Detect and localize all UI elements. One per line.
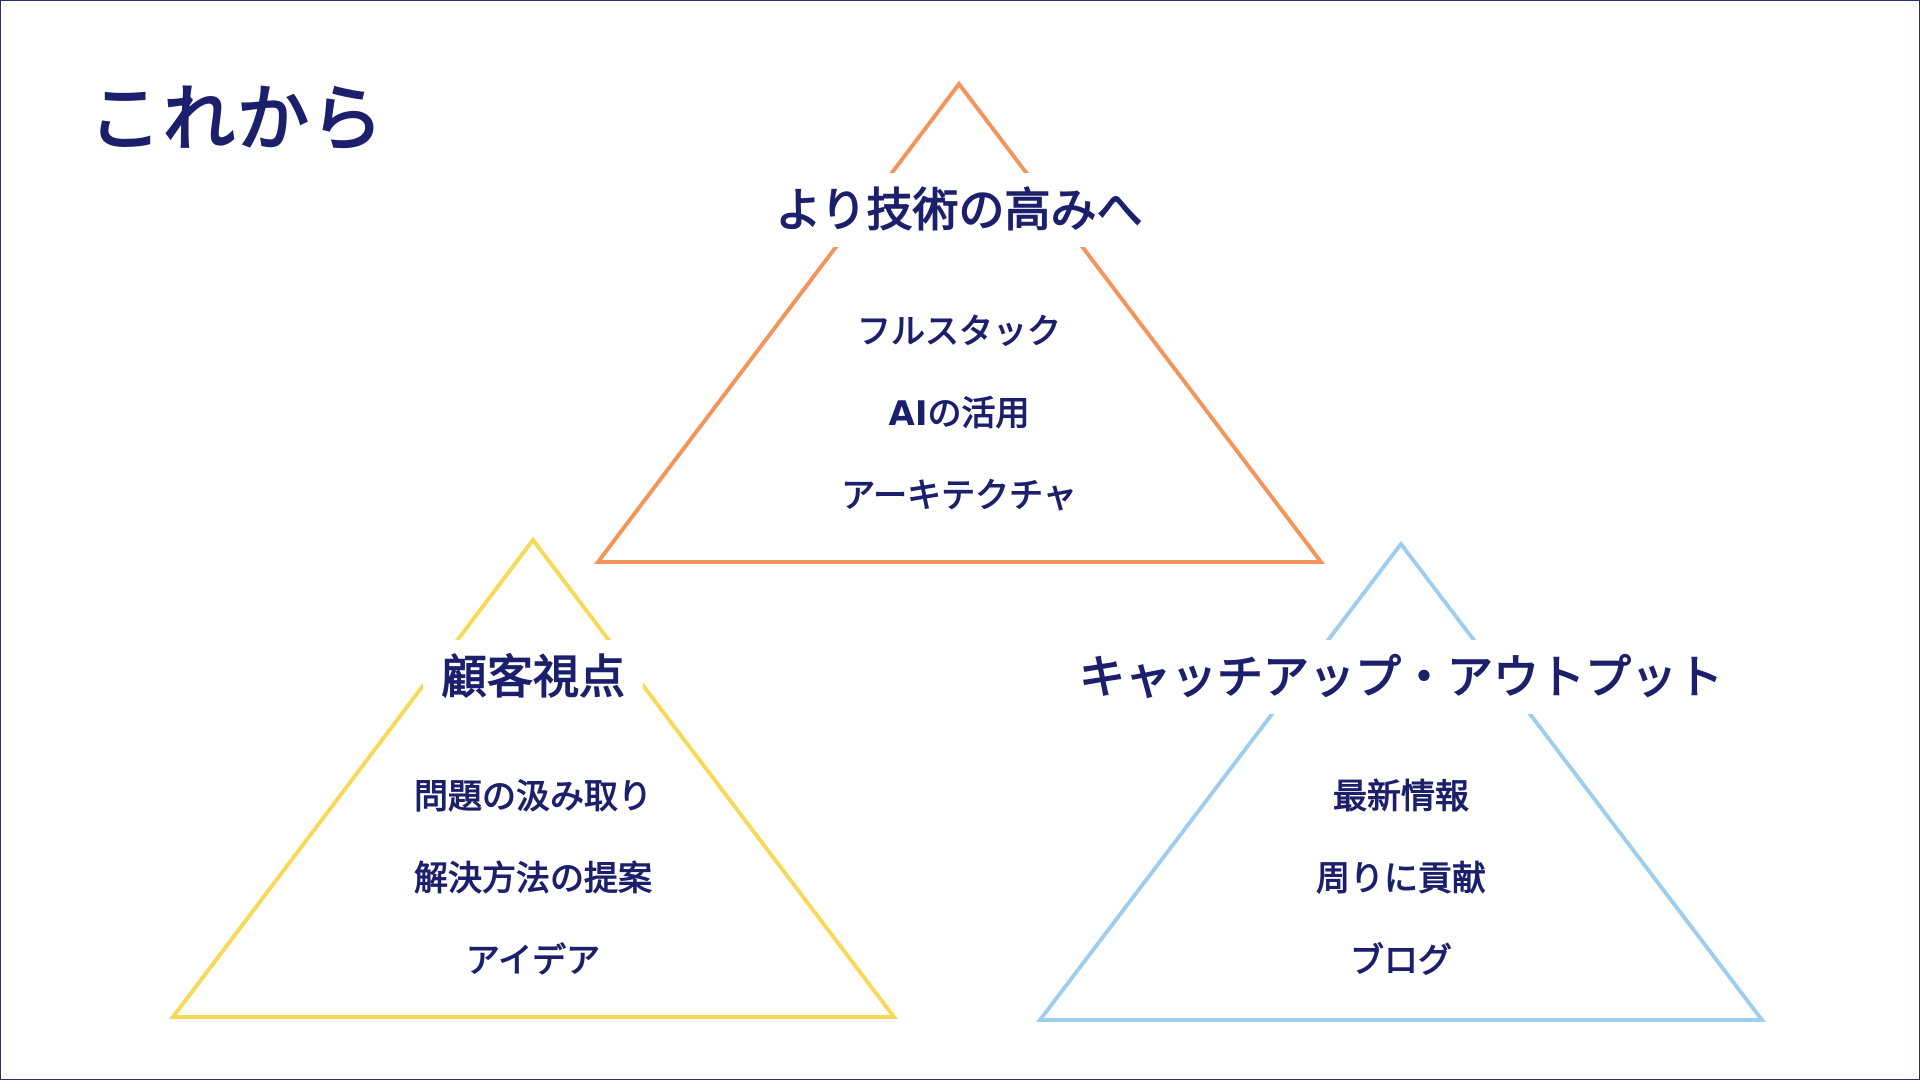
- customer-triangle: [168, 536, 899, 1019]
- catchup-item-latest: 最新情報: [1333, 777, 1469, 817]
- tech-pyramid-title: より技術の高みへ: [757, 173, 1161, 247]
- catchup-pyramid-title: キャッチアップ・アウトプット: [1061, 640, 1741, 714]
- tech-triangle: [593, 80, 1326, 564]
- catchup-item-blog: ブログ: [1350, 941, 1452, 981]
- tech-item-ai: AIの活用: [888, 394, 1030, 434]
- customer-item-problem: 問題の汲み取り: [414, 777, 652, 817]
- tech-item-architecture: アーキテクチャ: [841, 476, 1077, 516]
- tech-item-fullstack: フルスタック: [857, 312, 1061, 352]
- customer-item-solution: 解決方法の提案: [414, 859, 652, 899]
- catchup-item-contribute: 周りに貢献: [1316, 859, 1486, 899]
- customer-item-idea: アイデア: [465, 941, 601, 981]
- page-title: これから: [89, 77, 386, 161]
- customer-pyramid-title: 顧客視点: [423, 640, 643, 714]
- catchup-triangle: [1035, 540, 1767, 1022]
